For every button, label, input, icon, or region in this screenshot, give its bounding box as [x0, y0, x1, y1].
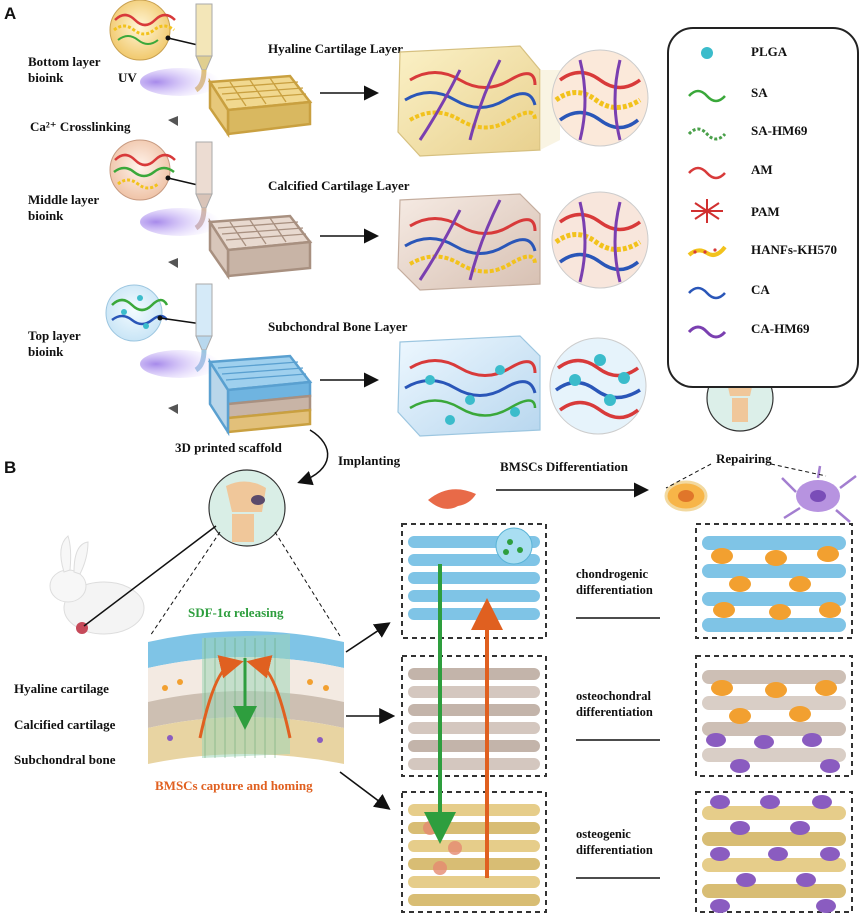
crosslinking-label: Ca²⁺ Crosslinking [30, 119, 131, 134]
subchondral-layer-title: Subchondral Bone Layer [268, 319, 408, 334]
repairing-label: Repairing [716, 451, 772, 466]
joint-cross-section [148, 631, 344, 764]
panel-a-illustrations [105, 0, 774, 486]
legend-item-plga: PLGA [669, 41, 857, 65]
middle-bioink-bubble [109, 139, 176, 201]
legend-item-sa-hm69: SA-HM69 [669, 120, 857, 144]
osteogenic-label: osteogenic differentiation [576, 827, 653, 857]
legend-label: HANFs-KH570 [751, 242, 837, 257]
osteochondral-result-box [695, 655, 853, 777]
uv-label: UV [118, 70, 137, 85]
legend-item-hanfs: HANFs-KH570 [669, 239, 857, 263]
osteogenic-scaffold-box [401, 791, 547, 913]
purple-wave-icon [687, 325, 727, 339]
legend-label: CA [751, 282, 770, 297]
bottom-layer-bioink-label: Bottom layer bioink [28, 54, 101, 85]
legend-item-sa: SA [669, 82, 857, 106]
panel-b-letter: B [4, 458, 17, 477]
tissue-label-subchondral: Subchondral bone [14, 752, 116, 767]
red-wave-icon [688, 166, 726, 180]
hyaline-hydrogel-cube [397, 45, 541, 157]
chondrogenic-result-box [695, 523, 853, 639]
tissue-label-hyaline: Hyaline cartilage [14, 681, 109, 696]
osteochondral-scaffold-box [401, 655, 547, 777]
legend-item-am: AM [669, 159, 857, 183]
panel-a-letter: A [4, 4, 17, 23]
blue-wave-icon [688, 286, 726, 300]
capture-homing-label: BMSCs capture and homing [155, 778, 313, 793]
sdf-releasing-label: SDF-1α releasing [188, 605, 284, 620]
scaffold-layered [207, 354, 313, 437]
middle-layer-bioink-label: Middle layer bioink [28, 192, 100, 223]
legend-label: CA-HM69 [751, 321, 810, 336]
legend-item-ca: CA [669, 279, 857, 303]
hyaline-zoom-circle [551, 49, 649, 147]
osteogenic-result-box [695, 791, 853, 913]
panel-b-illustrations [49, 463, 857, 913]
knee-defect-icon [208, 469, 286, 547]
legend-label: SA [751, 85, 768, 100]
legend-item-pam: PAM [669, 199, 857, 225]
yellow-dotted-fiber-icon [687, 245, 727, 257]
hyaline-layer-title: Hyaline Cartilage Layer [268, 41, 404, 56]
tissue-label-calcified: Calcified cartilage [14, 717, 116, 732]
top-layer-bioink-label: Top layer bioink [28, 328, 81, 359]
scaffold-caption: 3D printed scaffold [175, 440, 282, 455]
chondrogenic-scaffold-box [401, 523, 547, 639]
bmscs-differentiation-label: BMSCs Differentiation [500, 459, 628, 474]
osteocyte-cell-icon [781, 465, 857, 523]
green-wave-icon [688, 89, 726, 103]
legend-item-ca-hm69: CA-HM69 [669, 318, 857, 342]
bottom-bioink-bubble [109, 0, 176, 61]
calcified-zoom-circle [551, 191, 649, 289]
red-network-icon [691, 199, 723, 223]
calcified-hydrogel-cube [397, 193, 541, 291]
osteochondral-label: osteochondral differentiation [576, 689, 653, 719]
legend-label: PLGA [751, 44, 788, 59]
implanting-label: Implanting [338, 453, 401, 468]
top-bioink-bubble [105, 284, 169, 342]
subchondral-hydrogel-cube [397, 335, 541, 437]
msc-cell-icon [428, 489, 476, 509]
legend-label: AM [751, 162, 773, 177]
subchondral-zoom-circle [549, 337, 647, 435]
scaffold-gray [207, 214, 313, 281]
rabbit-icon [49, 535, 145, 635]
legend-label: PAM [751, 204, 780, 219]
legend-label: SA-HM69 [751, 123, 808, 138]
legend-box: PLGA SA SA-HM69 AM PAM HANFs-KH570 CA CA… [667, 27, 859, 388]
green-dotted-wave-icon [687, 127, 727, 141]
calcified-layer-title: Calcified Cartilage Layer [268, 178, 410, 193]
chondrogenic-label: chondrogenic differentiation [576, 567, 653, 597]
scaffold-yellow [207, 74, 313, 139]
teal-sphere-icon [701, 47, 713, 59]
